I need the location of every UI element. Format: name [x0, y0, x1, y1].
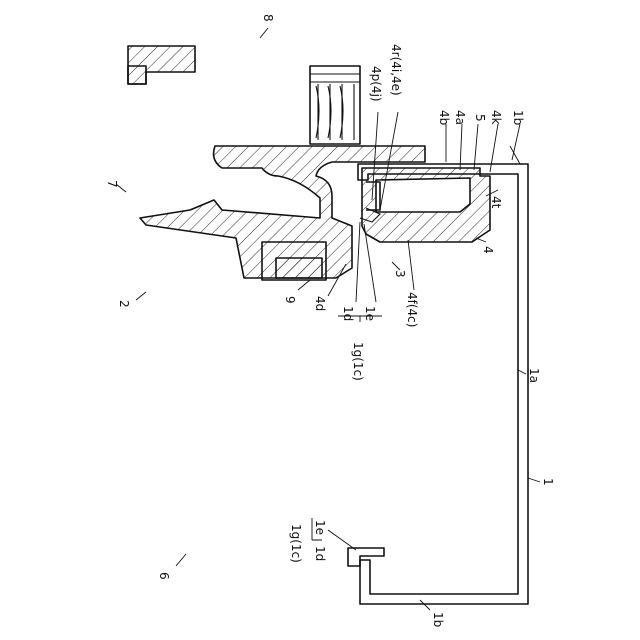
label-1b-top: 1b — [511, 110, 525, 125]
label-4a: 4a — [453, 110, 467, 125]
label-2: 2 — [117, 300, 131, 308]
label-1d-top: 1d — [341, 306, 355, 321]
label-4p: 4p(4j) — [369, 66, 383, 102]
label-6: 6 — [157, 572, 171, 580]
part-8-piece — [128, 46, 195, 84]
label-4d: 4d — [313, 296, 327, 311]
label-4r: 4r(4i,4e) — [389, 44, 403, 96]
label-9: 9 — [283, 296, 297, 304]
label-4b: 4b — [437, 110, 451, 125]
label-1d-bottom: 1d — [313, 546, 327, 561]
label-4: 4 — [481, 246, 495, 254]
label-1e-top: 1e — [363, 306, 377, 321]
label-1b-bottom: 1b — [431, 612, 445, 627]
part-4-housing — [360, 168, 490, 242]
part-9-clip-top — [310, 66, 360, 144]
label-1e-bottom: 1e — [313, 520, 327, 535]
label-3: 3 — [393, 270, 407, 278]
label-1: 1 — [541, 478, 555, 486]
label-4f: 4f(4c) — [405, 292, 419, 327]
label-1g-top: 1g(1c) — [351, 342, 365, 381]
label-4k: 4k — [489, 110, 503, 125]
label-7: 7 — [105, 180, 119, 188]
label-1a: 1a — [527, 368, 541, 383]
label-1g-bottom: 1g(1c) — [289, 524, 303, 563]
label-5: 5 — [473, 114, 487, 122]
label-4t: 4t — [489, 196, 503, 209]
label-8: 8 — [261, 14, 275, 22]
brace-marks — [312, 316, 382, 540]
